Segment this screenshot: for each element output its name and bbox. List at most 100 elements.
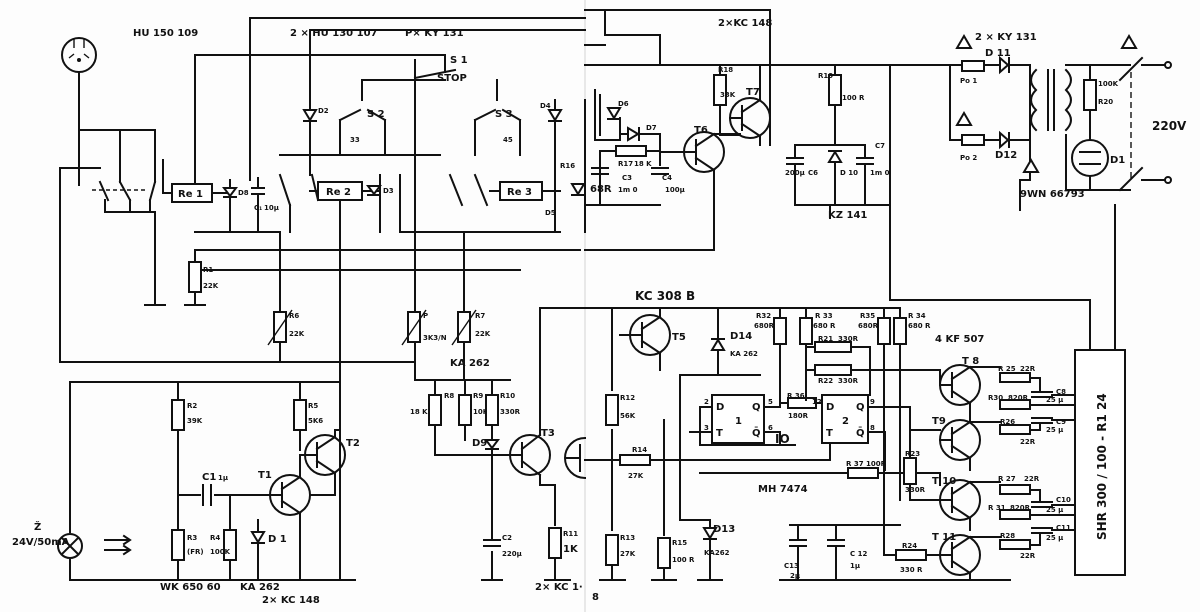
s2-label: S 2 [367,109,385,120]
ff1-wiring [689,329,796,446]
r5-label: R5 [308,402,318,410]
diode-d4 [547,109,563,122]
r9-value: 10K [473,408,489,416]
diode-d2 [302,109,318,122]
d2-label: D2 [318,107,329,115]
d14-label: D14 [730,331,752,342]
resistor-r20 [1083,79,1097,111]
transistor-t11 [939,534,1001,581]
r20-label: R20 [1098,98,1113,106]
r2-label: R2 [187,402,197,410]
pin-9: 9 [870,398,875,406]
c2-value: 220μ [502,550,522,558]
r8-label: R8 [444,392,454,400]
t6-leads [584,132,741,251]
ff1-d: D [716,402,724,413]
t2-label: T2 [346,438,360,449]
p2-label: Po 2 [960,154,977,162]
r24-label: R24 [902,542,917,550]
ky131-right-label: 2 × KY 131 [975,32,1037,43]
r28-value: 22R [1020,552,1036,560]
r25-value: 22R [1020,365,1036,373]
r14-label: R14 [632,446,647,454]
s1-label: S 1 [450,55,468,66]
r14-value: 27K [628,472,644,480]
r17-wiring [584,150,661,206]
r6-value: 22K [289,330,305,338]
r8-r10-wiring [414,379,511,396]
r30-label: R30 [988,394,1003,402]
r19-wiring [794,64,866,159]
c8-value: 25 μ [1046,396,1063,404]
s3-speed: 45 [503,136,513,144]
ff1-t: T [716,428,723,439]
t6-label: T6 [694,125,708,136]
r22-value: 330R [838,377,859,385]
r4-label: R4 [210,534,220,542]
r12-label: R12 [620,394,635,402]
transistor-t8 [939,364,1001,421]
re3-label: Re 3 [507,187,532,198]
r12-r13-wiring [599,307,626,581]
switch-s1 [413,54,457,80]
ff1-qbar: Q̄ [752,426,761,439]
fuse-po1 [961,60,985,72]
din-connector-symbol [61,37,97,73]
r34-label: R 34 [908,312,926,320]
c4-value: 100μ [665,186,685,194]
d1-lamp-label: D1 [1110,155,1125,166]
resistor-r10 [485,394,499,426]
re3-wiring [194,174,561,233]
re3-contacts [448,173,489,207]
r34-value: 680 R [908,322,931,330]
diode-d12 [999,130,1010,150]
d9-label: D9 [472,438,487,449]
r36-value: 180R [788,412,809,420]
pin-6: 6 [768,424,773,432]
r25-label: R 25 [998,365,1016,373]
r21-label: R21 [818,335,833,343]
r4-value: 100K [210,548,231,556]
r16-value: 68R [590,184,612,195]
capacitor-c-left [251,177,265,233]
r2-r5-wiring [177,429,301,531]
diode-d3 [366,185,382,196]
switch-s3 [473,79,522,122]
ff2-d: D [826,402,834,413]
resistor-r4 [223,529,237,561]
neon-lamp-d1 [1071,139,1109,177]
wn66793-label: 9WN 66793 [1020,189,1085,200]
resistor-r37 [847,467,879,479]
fuse-wiring [949,64,1031,141]
resistor-r15 [657,537,671,569]
stop-label: STOP [437,73,467,84]
c8-label: C8 [1056,388,1066,396]
r23-value: 330R [905,486,926,494]
pin-5: 5 [768,398,773,406]
r19-label: R19 [818,72,833,80]
io-label: IO [775,432,790,446]
resistor-r34 [893,317,907,345]
r16-label: R16 [560,162,575,170]
ka262-d14-label: KA 262 [730,350,758,358]
diode-d7 [627,126,640,142]
r13-value: 27K [620,550,636,558]
t2-leads [299,429,341,496]
pin-8: 8 [870,424,875,432]
resistor-r32 [773,317,787,345]
output-network [999,369,1076,561]
r23-label: R23 [905,450,920,458]
p-label: P [423,312,428,320]
pin-3: 3 [704,424,709,432]
r18-value: 33K [720,91,736,99]
resistor-r21 [814,341,852,353]
re2-label: Re 2 [326,187,351,198]
connector-wiring [78,71,156,186]
voltage-220v-label: 220V [1152,119,1187,133]
diode-d14 [710,338,726,351]
warning-triangle-1 [955,34,973,49]
r19-value: 100 R [842,94,865,102]
d5-label: D5 [545,209,556,217]
re1-contacts [98,180,166,306]
kf507-label: 4 KF 507 [935,334,984,345]
